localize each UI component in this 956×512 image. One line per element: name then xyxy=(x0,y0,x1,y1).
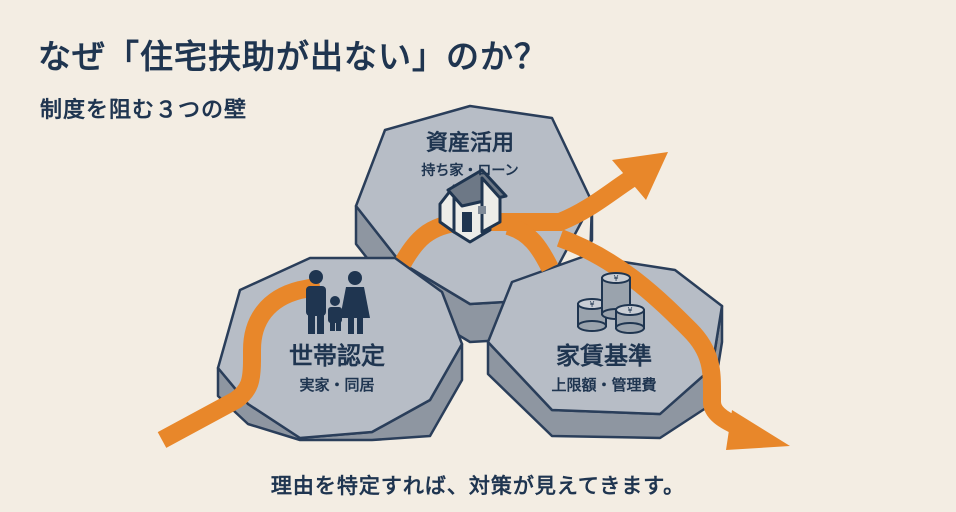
wall-rent-standard-title: 家賃基準 xyxy=(556,342,652,370)
arrow-lower-left xyxy=(157,277,322,448)
wall-asset-use-sub: 持ち家・ローン xyxy=(421,162,518,179)
svg-text:¥: ¥ xyxy=(589,300,594,309)
svg-text:¥: ¥ xyxy=(613,274,618,283)
svg-text:¥: ¥ xyxy=(627,306,632,315)
bottom-caption: 理由を特定すれば、対策が見えてきます。 xyxy=(270,474,686,498)
yen-coins-icon: ¥ ¥ ¥ xyxy=(577,272,645,334)
family-icon xyxy=(306,270,370,334)
arrow-down-right xyxy=(505,217,790,450)
page-title: なぜ「住宅扶助が出ない」のか？ xyxy=(38,37,548,76)
wall-household-sub: 実家・同居 xyxy=(299,376,374,394)
wall-household-title: 世帯認定 xyxy=(289,342,385,370)
page-subtitle: 制度を阻む３つの壁 xyxy=(40,98,248,123)
wall-asset-use-title: 資産活用 xyxy=(426,130,514,156)
house-icon xyxy=(438,168,508,244)
wall-rent-standard-sub: 上限額・管理費 xyxy=(551,376,656,394)
